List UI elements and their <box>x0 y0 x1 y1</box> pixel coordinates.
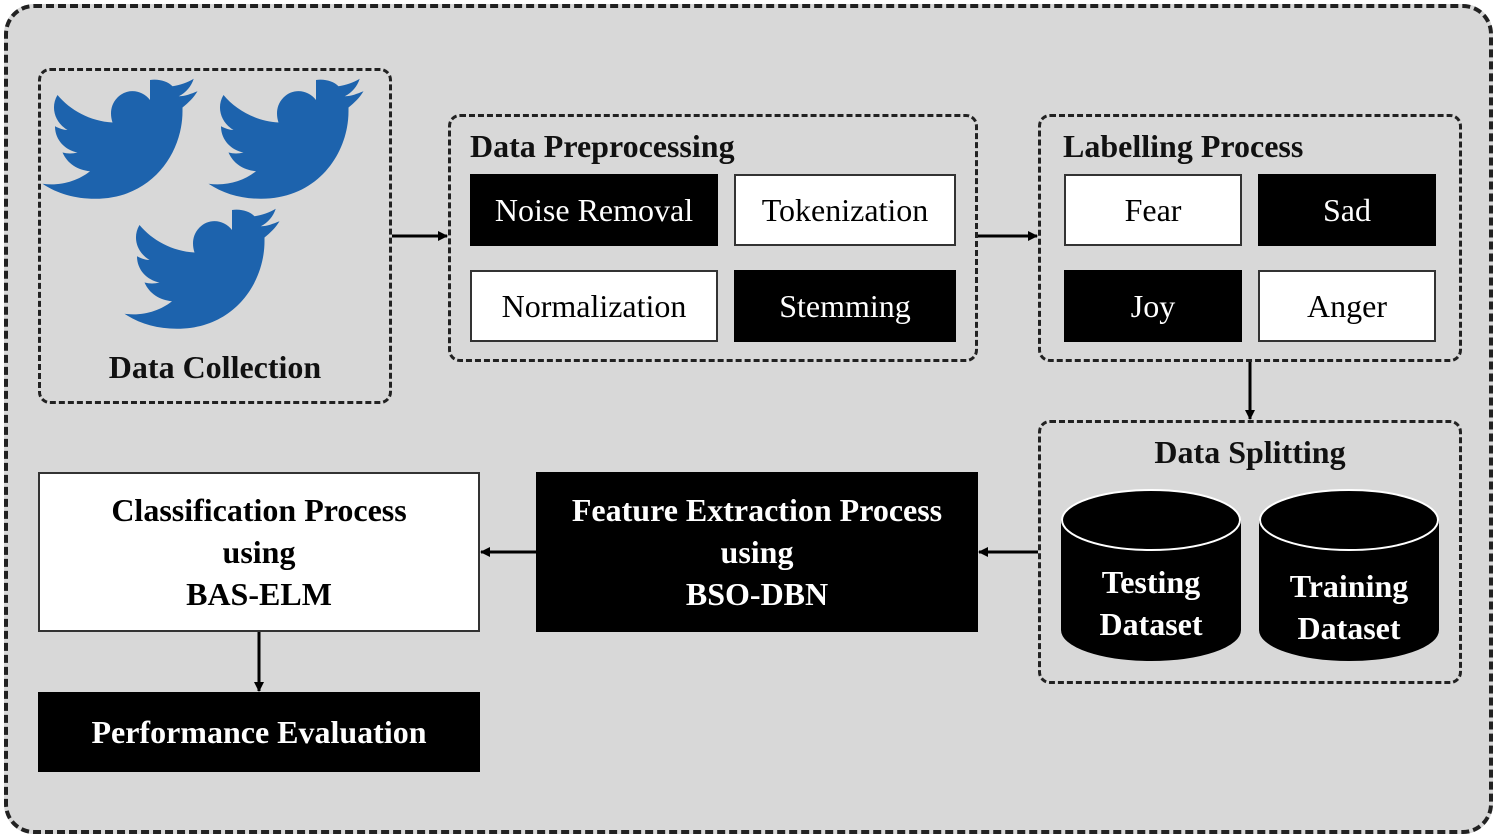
feature-extraction-line-2: using <box>720 534 794 570</box>
noise-removal-step: Noise Removal <box>470 174 718 246</box>
normalization-step: Normalization <box>470 270 718 342</box>
data-preprocessing-title: Data Preprocessing <box>470 128 735 164</box>
testing-dataset-line-2: Dataset <box>1099 606 1203 642</box>
testing-dataset-label: Testing Dataset <box>1062 560 1240 646</box>
labelling-process-group <box>1038 114 1462 362</box>
classification-line-1: Classification Process <box>111 492 407 528</box>
training-dataset-line-1: Training <box>1289 568 1409 604</box>
labelling-process-title: Labelling Process <box>1063 128 1304 164</box>
data-collection-title: Data Collection <box>108 349 322 385</box>
training-dataset-label: Training Dataset <box>1260 564 1438 650</box>
tokenization-step: Tokenization <box>734 174 956 246</box>
label-anger: Anger <box>1258 270 1436 342</box>
feature-extraction-line-1: Feature Extraction Process <box>571 492 943 528</box>
data-splitting-title: Data Splitting <box>1154 434 1346 470</box>
feature-extraction-line-3: BSO-DBN <box>685 576 829 612</box>
training-dataset-line-2: Dataset <box>1297 610 1401 646</box>
label-sad: Sad <box>1258 174 1436 246</box>
data-collection-group <box>38 68 392 404</box>
data-preprocessing-group <box>448 114 978 362</box>
training-dataset-cylinder <box>1259 489 1439 661</box>
stemming-step: Stemming <box>734 270 956 342</box>
testing-dataset-cylinder <box>1061 489 1241 661</box>
testing-dataset-line-1: Testing <box>1101 564 1201 600</box>
data-splitting-group <box>1038 420 1462 684</box>
label-fear: Fear <box>1064 174 1242 246</box>
classification-box: Classification Process using BAS-ELM <box>38 472 480 632</box>
classification-line-3: BAS-ELM <box>186 576 332 612</box>
classification-line-2: using <box>222 534 296 570</box>
label-joy: Joy <box>1064 270 1242 342</box>
feature-extraction-box: Feature Extraction Process using BSO-DBN <box>536 472 978 632</box>
performance-evaluation-box: Performance Evaluation <box>38 692 480 772</box>
